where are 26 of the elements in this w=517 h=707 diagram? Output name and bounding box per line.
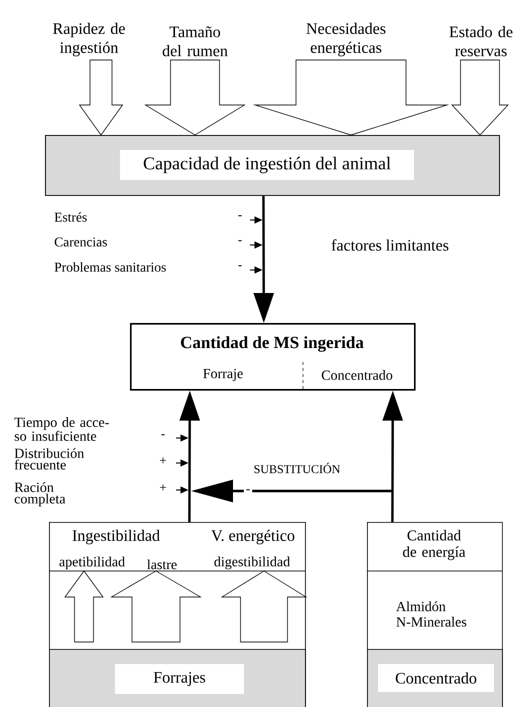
- substitution-label: SUBSTITUCIÓN: [254, 462, 340, 474]
- sign-label: +: [160, 457, 166, 464]
- sign-label: +: [160, 484, 166, 490]
- intake-box: Cantidad de MS ingerida Forraje Concentrado: [130, 323, 416, 391]
- feature-label: digestibilidad: [214, 556, 290, 570]
- factor-label: Problemas sanitarios: [54, 262, 166, 272]
- capacity-box: Capacidad de ingestión del animal: [45, 135, 500, 196]
- factor-label: Tamaño del rumen: [162, 26, 228, 56]
- factor-label: Ración completa: [14, 482, 66, 506]
- factor-label: Distribución frecuente: [14, 448, 84, 470]
- feature-label: lastre: [147, 559, 177, 570]
- factor-label: Carencias: [54, 237, 107, 247]
- factor-label: Estado de reservas: [449, 26, 512, 56]
- sign-label: -: [238, 240, 242, 242]
- sign-label: -: [238, 215, 242, 216]
- feed-band: Forrajes: [49, 649, 306, 707]
- edge-label: -: [244, 487, 252, 495]
- feature-label: apetibilidad: [59, 556, 125, 570]
- note-label: factores limitantes: [332, 239, 448, 251]
- factor-label: Tiempo de acce- so insuficiente: [14, 417, 109, 441]
- factor-label: Necesidades energéticas: [306, 22, 386, 56]
- factor-label: Estrés: [54, 212, 87, 222]
- feed-band: Concentrado: [367, 649, 503, 707]
- sign-label: -: [238, 265, 242, 266]
- sign-label: -: [161, 434, 165, 436]
- factor-label: Rapidez de ingestión: [53, 22, 125, 56]
